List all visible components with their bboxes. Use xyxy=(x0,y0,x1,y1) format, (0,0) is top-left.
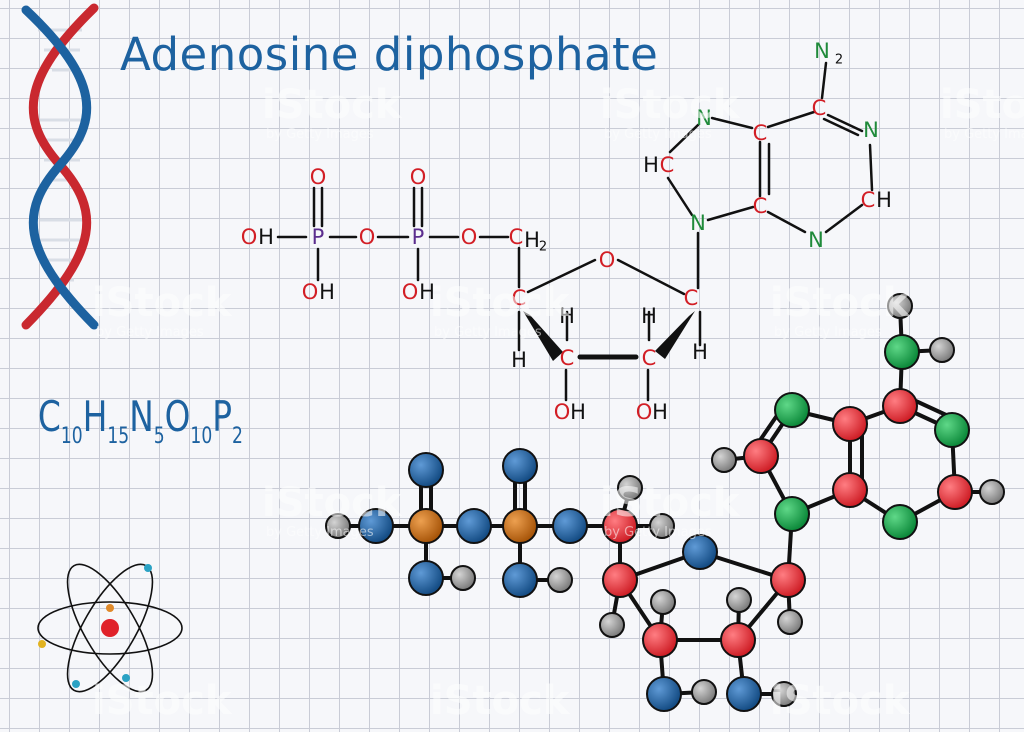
atom-c6: C xyxy=(812,96,827,120)
atom-o-oh-c3: O xyxy=(554,400,571,424)
atom-h-oh3: H xyxy=(419,280,435,304)
atom-h-c2-prime: H xyxy=(641,304,657,328)
atom-c2: C xyxy=(861,188,876,212)
atom-c4-prime: C xyxy=(512,286,527,310)
atom-o-p2-top: O xyxy=(410,165,427,189)
atom-p-alpha: P xyxy=(312,225,325,249)
atom-h-c8: H xyxy=(643,153,659,177)
atom-h-oh1: H xyxy=(258,225,274,249)
atom-c5-prime: C xyxy=(509,225,524,249)
atom-c5: C xyxy=(753,121,768,145)
atom-c4: C xyxy=(753,194,768,218)
atom-ring-o: O xyxy=(599,248,616,272)
atom-h-c3-prime: H xyxy=(559,304,575,328)
atom-h-oh-c3: H xyxy=(570,400,586,424)
atom-o-oh-c2: O xyxy=(636,400,653,424)
atom-icon xyxy=(37,563,183,693)
atom-h-oh-c2: H xyxy=(652,400,668,424)
atom-n7: N xyxy=(696,106,712,130)
atom-h-c2: H xyxy=(876,188,892,212)
dna-helix-icon xyxy=(21,3,99,330)
atom-p-beta: P xyxy=(412,225,425,249)
atom-n1: N xyxy=(863,118,879,142)
atom-n3: N xyxy=(808,228,824,252)
atom-h-c1-prime: H xyxy=(692,340,708,364)
atom-o-bridge1: O xyxy=(359,225,376,249)
atom-o-oh1: O xyxy=(241,225,258,249)
atom-o-oh3: O xyxy=(402,280,419,304)
atom-c2-prime: C xyxy=(642,346,657,370)
molecular-formula: C10H15N5O10P2 xyxy=(38,392,243,449)
atom-c1-prime: C xyxy=(684,286,699,310)
atom-o-p1-top: O xyxy=(310,165,327,189)
atom-ch2-sub: 2 xyxy=(539,240,547,255)
atom-h-oh2: H xyxy=(319,280,335,304)
atom-n-amine: N xyxy=(814,39,830,63)
atom-c3-prime: C xyxy=(560,346,575,370)
atom-h2-amine-sub: 2 xyxy=(835,53,843,68)
atom-h-c4-prime: H xyxy=(511,348,527,372)
page-title: Adenosine diphosphate xyxy=(120,28,659,81)
atom-c8: C xyxy=(660,153,675,177)
atom-h-c5-prime: H xyxy=(524,228,540,252)
atom-n9: N xyxy=(690,211,706,235)
atom-o-oh2: O xyxy=(302,280,319,304)
atom-o-bridge2: O xyxy=(461,225,478,249)
